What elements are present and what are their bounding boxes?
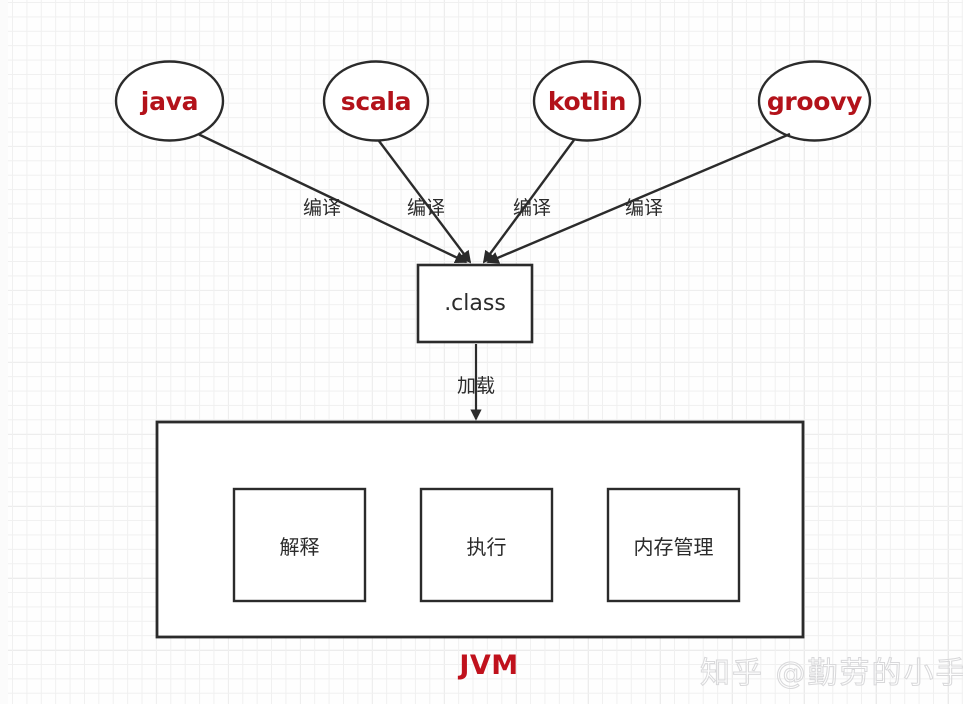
bytecode-box[interactable] bbox=[416, 263, 534, 344]
language-node-scala[interactable] bbox=[322, 60, 430, 142]
jvm-component-box-memory[interactable] bbox=[606, 487, 741, 603]
compile-edge-scala bbox=[378, 140, 472, 264]
jvm-title-label: JVM bbox=[459, 649, 519, 681]
compile-edge-label-java: 编译 bbox=[302, 196, 341, 219]
language-node-groovy[interactable] bbox=[757, 60, 872, 142]
compile-edge-java bbox=[197, 132, 468, 264]
load-edge-label: 加载 bbox=[456, 374, 495, 397]
language-node-kotlin[interactable] bbox=[532, 60, 642, 142]
jvm-component-label-memory: 内存管理 bbox=[633, 534, 714, 559]
compile-edge-kotlin bbox=[482, 139, 575, 264]
jvm-component-box-interpret[interactable] bbox=[232, 487, 367, 603]
jvm-component-box-execute[interactable] bbox=[419, 487, 554, 603]
compile-edge-groovy bbox=[486, 132, 791, 264]
left-margin-strip bbox=[0, 0, 8, 704]
language-label-kotlin: kotlin bbox=[547, 86, 627, 116]
language-label-java: java bbox=[140, 86, 199, 116]
jvm-component-label-interpret: 解释 bbox=[279, 534, 320, 559]
compile-edge-label-kotlin: 编译 bbox=[512, 196, 551, 219]
compile-edge-label-groovy: 编译 bbox=[624, 196, 663, 219]
language-label-groovy: groovy bbox=[766, 86, 863, 116]
compile-edge-label-scala: 编译 bbox=[406, 196, 445, 219]
bytecode-box-label: .class bbox=[444, 290, 506, 316]
language-node-java[interactable] bbox=[114, 60, 225, 142]
language-label-scala: scala bbox=[340, 86, 412, 116]
jvm-component-label-execute: 执行 bbox=[466, 534, 507, 559]
watermark-text: 知乎 @勤劳的小手 bbox=[700, 656, 963, 692]
